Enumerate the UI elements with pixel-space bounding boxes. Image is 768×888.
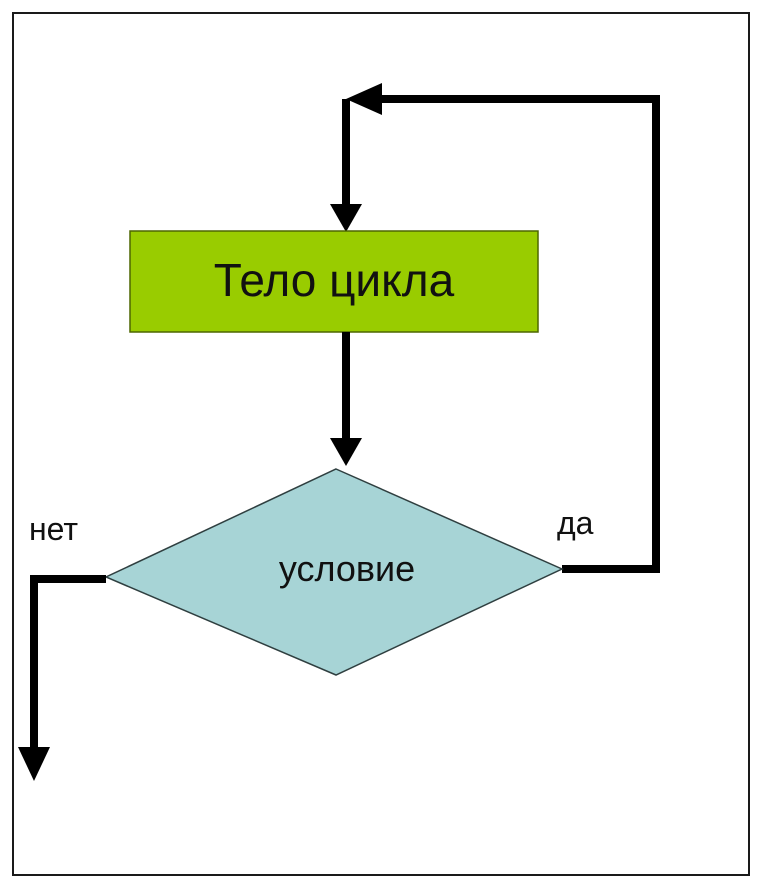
body-block-label: Тело цикла <box>214 254 455 306</box>
loop-back-line <box>378 95 660 573</box>
diagram-frame <box>12 12 750 876</box>
exit-line <box>30 575 106 750</box>
body-to-condition-arrowhead <box>330 438 362 466</box>
loop-back-arrowhead <box>346 83 382 115</box>
loop-back-connector <box>330 83 660 573</box>
body-to-condition-connector <box>330 332 362 466</box>
body-block-rect <box>129 230 539 333</box>
entry-arrowhead <box>330 204 362 232</box>
condition-diamond <box>104 468 564 676</box>
condition-label: условие <box>279 548 415 589</box>
exit-connector <box>18 575 106 781</box>
body-block: Тело цикла <box>129 230 539 333</box>
branch-no-label: нет <box>29 511 78 547</box>
branch-yes-label: да <box>557 505 594 541</box>
condition-decision: условие <box>104 468 564 676</box>
exit-arrowhead <box>18 747 50 781</box>
